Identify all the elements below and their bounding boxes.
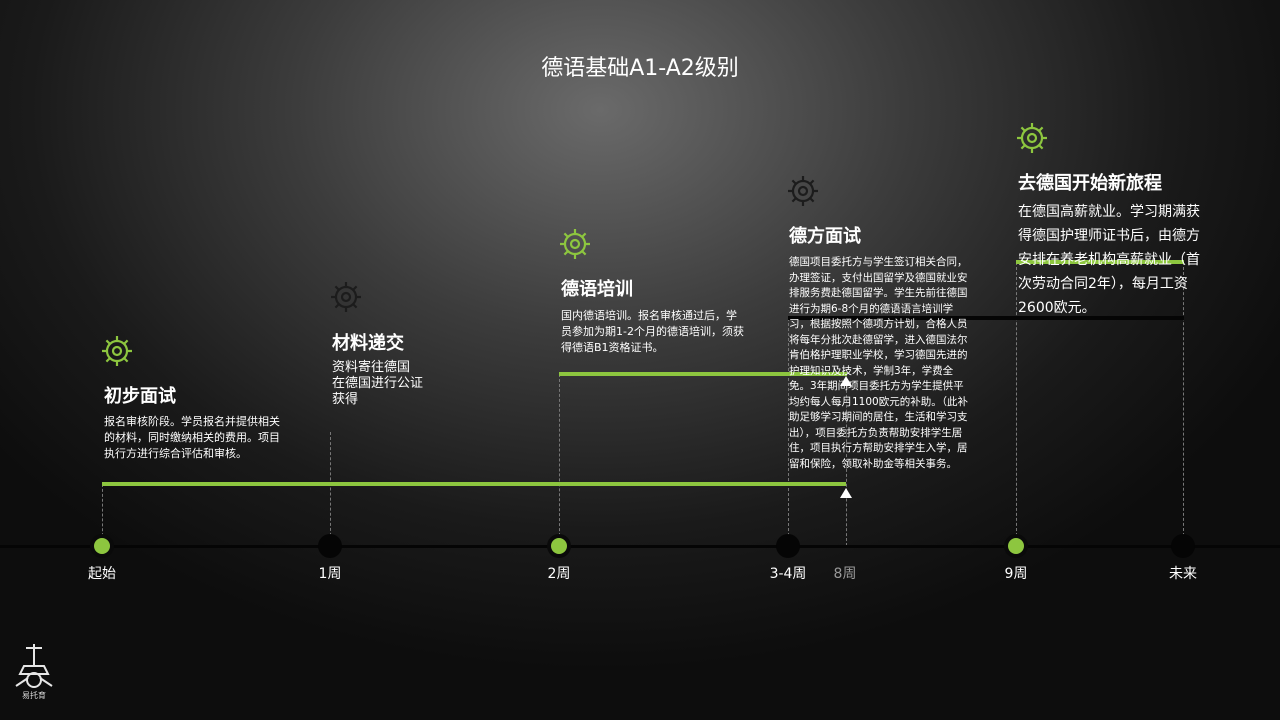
tick-label: 1周 xyxy=(318,566,342,582)
progress-bar xyxy=(102,482,846,486)
step-heading: 初步面试 xyxy=(104,386,176,407)
progress-bar xyxy=(788,316,1184,320)
gear-icon xyxy=(560,229,590,259)
step-heading: 去德国开始新旅程 xyxy=(1018,173,1162,194)
guide-line xyxy=(1183,262,1184,546)
tick-label: 起始 xyxy=(88,566,116,582)
gear-icon xyxy=(788,176,818,206)
page-title: 德语基础A1-A2级别 xyxy=(541,56,739,81)
gear-icon xyxy=(331,282,361,312)
marker-triangle xyxy=(840,376,852,386)
guide-line xyxy=(559,374,560,546)
tick-label: 3-4周 xyxy=(769,566,807,582)
step-heading: 德方面试 xyxy=(789,226,861,247)
description-line: 资料寄往德国 xyxy=(332,360,411,375)
timeline-dot xyxy=(318,534,342,558)
gear-icon xyxy=(102,336,132,366)
step-description: 国内德语培训。报名审核通过后，学员参加为期1-2个月的德语培训，须获得德语B1资… xyxy=(561,309,744,354)
progress-bar xyxy=(1016,260,1184,264)
guide-line xyxy=(846,380,847,546)
timeline-dot xyxy=(776,534,800,558)
marker-triangle xyxy=(840,488,852,498)
timeline-dot xyxy=(1008,538,1024,554)
tick-label: 9周 xyxy=(1004,566,1028,582)
guide-line xyxy=(330,432,331,546)
description-line: 在德国进行公证 xyxy=(332,376,424,391)
step-heading: 德语培训 xyxy=(561,279,633,300)
description-line: 获得 xyxy=(332,392,359,407)
company-logo-text: 易托育 xyxy=(22,691,46,700)
tick-label: 8周 xyxy=(833,566,857,582)
guide-line xyxy=(1016,262,1017,546)
tick-label: 未来 xyxy=(1169,566,1197,582)
guide-line xyxy=(102,484,103,546)
gear-icon xyxy=(1017,123,1047,153)
step-description: 在德国高薪就业。学习期满获得德国护理师证书后，由德方安排在养老机构高薪就业（首次… xyxy=(1018,204,1200,316)
timeline-axis xyxy=(0,545,1280,548)
progress-bar xyxy=(559,372,847,376)
timeline-dot xyxy=(94,538,110,554)
timeline-dot xyxy=(1171,534,1195,558)
step-description: 资料寄往德国 在德国进行公证 获得 xyxy=(332,360,423,408)
step-heading: 材料递交 xyxy=(332,333,404,354)
tick-label: 2周 xyxy=(547,566,571,582)
company-logo-icon xyxy=(15,644,53,688)
step-description: 德国项目委托方与学生签订相关合同，办理签证，支付出国留学及德国就业安排服务费赴德… xyxy=(789,256,968,470)
timeline-dot xyxy=(551,538,567,554)
step-description: 报名审核阶段。学员报名并提供相关的材料，同时缴纳相关的费用。项目执行方进行综合评… xyxy=(104,415,280,460)
guide-line xyxy=(788,318,789,546)
